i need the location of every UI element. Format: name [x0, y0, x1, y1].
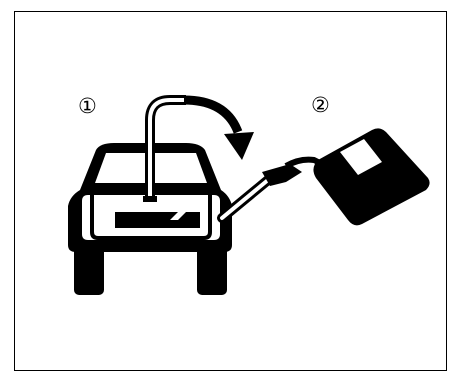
fuel-can-icon	[313, 128, 429, 225]
fuel-nozzle-icon	[222, 160, 326, 218]
step-1-label: ①	[78, 94, 97, 118]
step-2-label: ②	[311, 93, 330, 117]
